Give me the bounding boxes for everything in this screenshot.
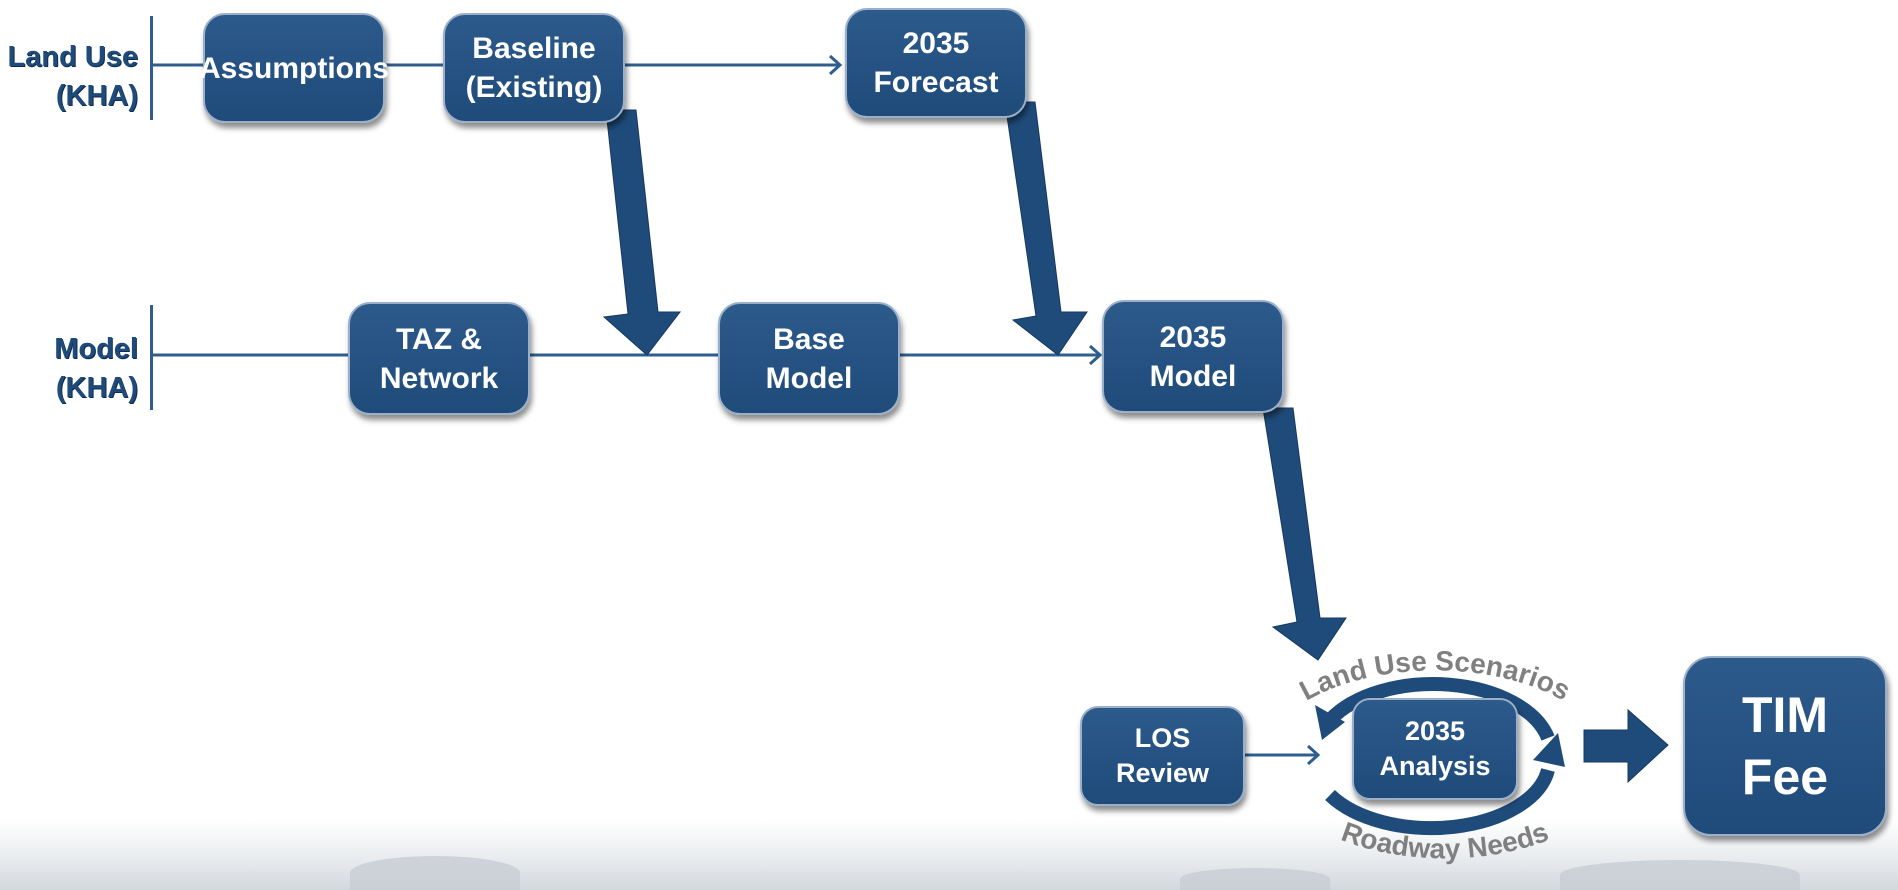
tim-fee-box: TIM Fee	[1683, 656, 1887, 836]
row-label-land-use: Land Use (KHA)	[7, 41, 138, 113]
base-model-box: Base Model	[718, 302, 900, 415]
arrowhead-los-analysis	[1306, 744, 1321, 766]
model-2035-box: 2035 Model	[1102, 300, 1284, 413]
los-review-box: LOS Review	[1080, 706, 1245, 806]
cycle-arrowhead-top	[1315, 705, 1345, 740]
assumptions-box: Assumptions	[199, 13, 389, 123]
arrowhead-baseline-forecast	[828, 54, 843, 76]
arrow-forecast-to-2035model	[1004, 101, 1088, 356]
land-use-row-divider	[150, 16, 153, 120]
cycle-arc-bottom	[1325, 768, 1555, 836]
model-row-divider	[150, 305, 153, 410]
taz-network-box: TAZ & Network	[348, 302, 530, 415]
row-label-model: Model (KHA)	[54, 333, 138, 405]
forecast-2035-box: 2035 Forecast	[845, 8, 1027, 118]
cycle-arrowhead-right	[1533, 733, 1565, 767]
arrow-baseline-to-base	[602, 109, 682, 356]
arrowhead-basemodel-2035model	[1088, 344, 1103, 366]
baseline-existing-box: Baseline (Existing)	[443, 13, 625, 123]
arrow-2035model-to-cycle	[1262, 407, 1347, 661]
arrow-cycle-to-tim-fee	[1583, 708, 1669, 784]
background-landscape	[0, 820, 1898, 890]
cycle-arc-top	[1324, 677, 1555, 741]
analysis-2035-box: 2035 Analysis	[1352, 698, 1518, 800]
